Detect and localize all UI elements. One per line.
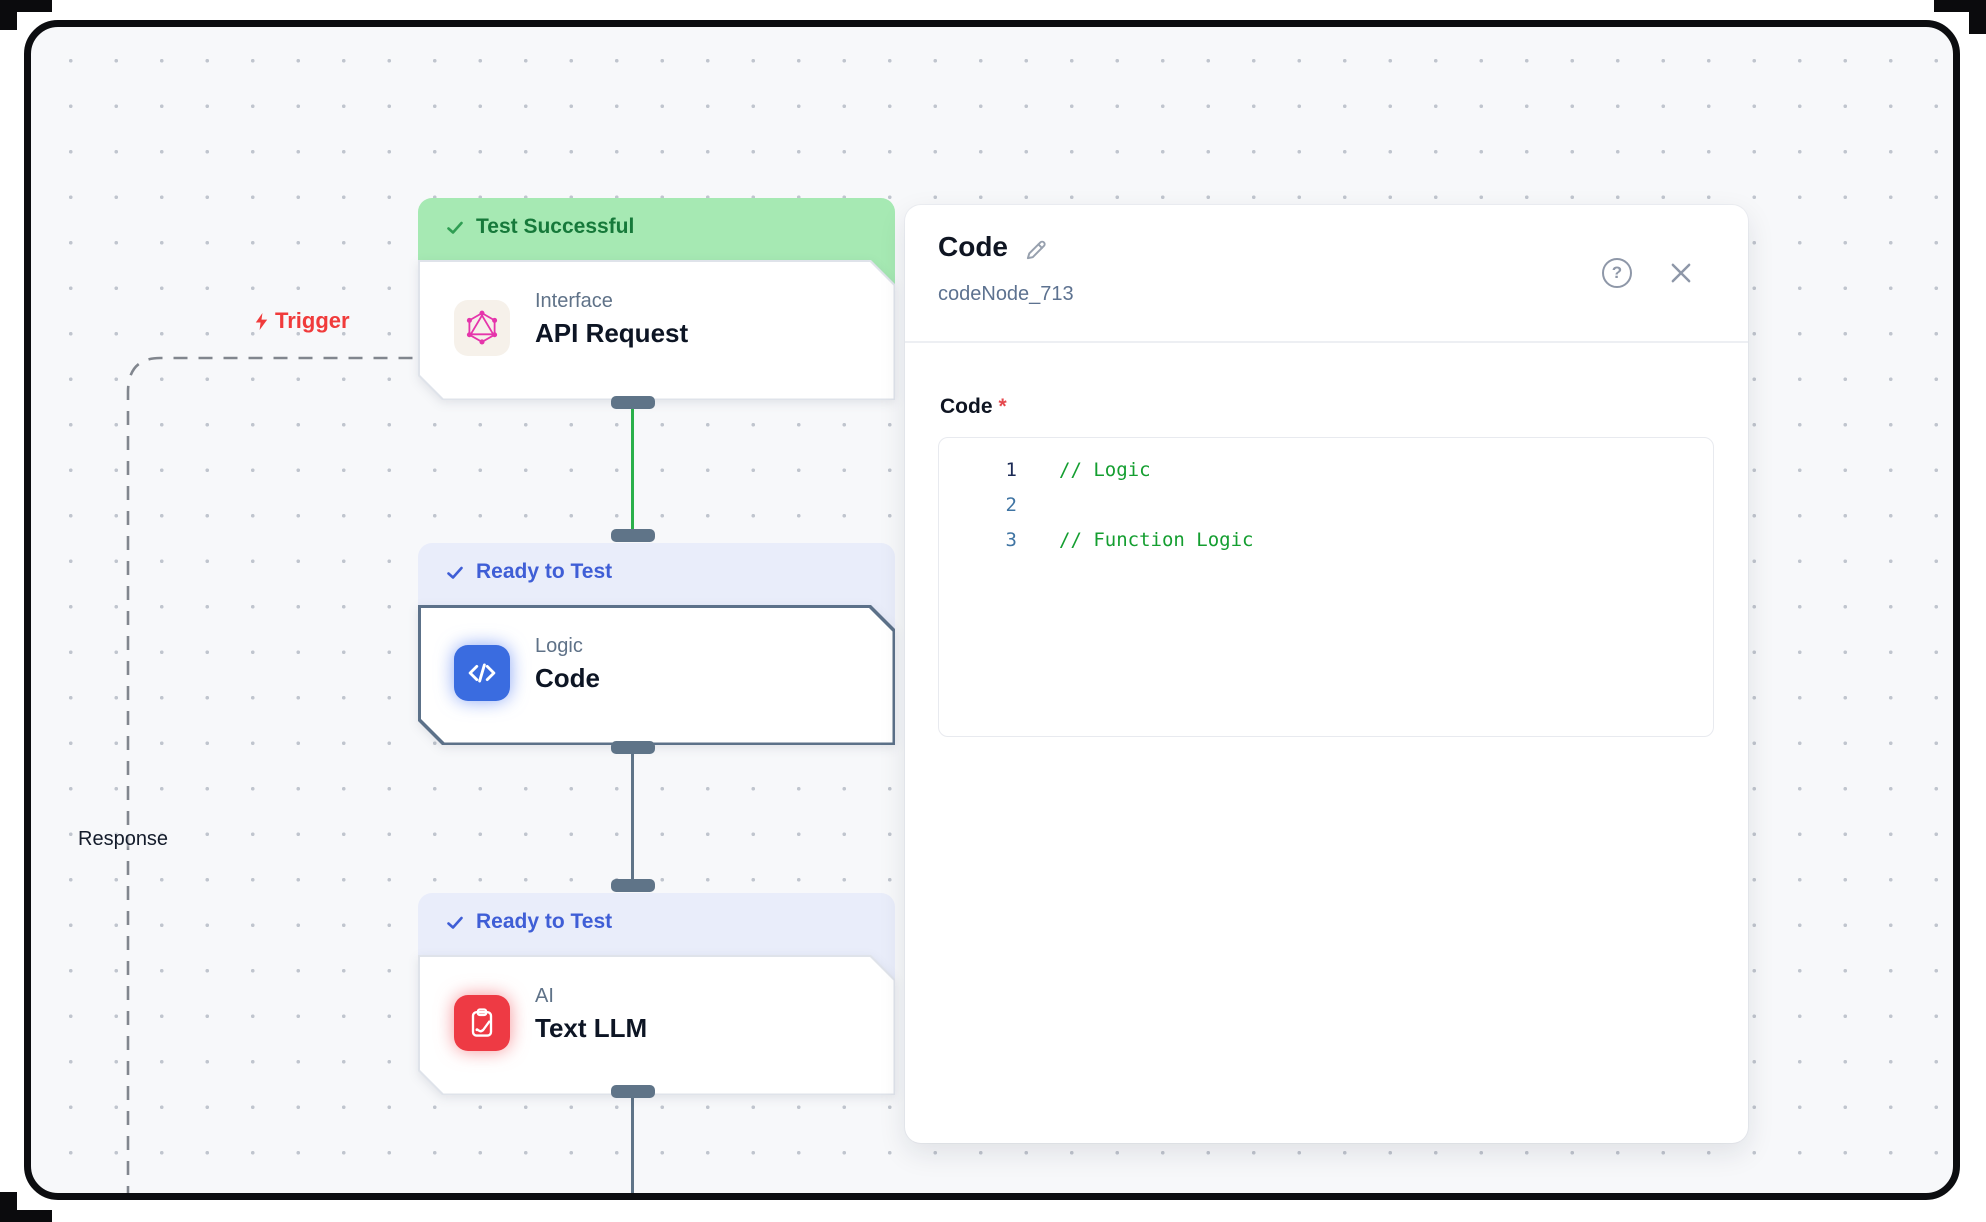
api-output-handle[interactable]: [611, 396, 655, 409]
crop-mark-top-right: [1969, 0, 1986, 34]
code-editor[interactable]: 1 // Logic 2 3 // Function Logic: [938, 437, 1714, 737]
required-mark: *: [998, 395, 1007, 418]
node-title: Text LLM: [535, 1013, 648, 1043]
node-card[interactable]: AI Text LLM: [418, 955, 895, 1095]
trigger-response-wire: [126, 356, 418, 1200]
trigger-text: Trigger: [275, 308, 350, 333]
lightning-icon: [255, 312, 268, 330]
code-text: // Logic: [1059, 458, 1151, 481]
code-field-label: Code*: [940, 395, 1007, 418]
edge-api-to-code: [631, 402, 634, 535]
code-line: 1 // Logic: [939, 452, 1713, 487]
response-label: Response: [78, 828, 169, 850]
node-category: AI: [535, 985, 554, 1007]
edge-llm-down: [631, 1091, 634, 1200]
code-line: 2: [939, 487, 1713, 522]
code-input-handle[interactable]: [611, 529, 655, 542]
node-api-request[interactable]: Test Successful: [418, 198, 895, 408]
node-text-llm[interactable]: Ready to Test AI Text LLM: [418, 893, 895, 1103]
status-label: Ready to Test: [476, 560, 613, 583]
clipboard-pencil-icon: [454, 995, 510, 1051]
node-card[interactable]: Interface API Request: [418, 260, 895, 400]
line-number: 1: [1005, 458, 1017, 481]
llm-input-handle[interactable]: [611, 879, 655, 892]
edge-code-to-llm: [631, 747, 634, 885]
node-id: codeNode_713: [938, 283, 1074, 305]
line-number: 2: [1005, 493, 1017, 516]
node-category: Interface: [535, 290, 613, 312]
node-card[interactable]: Logic Code: [418, 605, 895, 745]
node-title: Code: [535, 663, 600, 693]
code-icon: [454, 645, 510, 701]
llm-output-handle[interactable]: [611, 1085, 655, 1098]
help-icon[interactable]: ?: [1602, 258, 1632, 288]
node-code[interactable]: Ready to Test Logic Code: [418, 543, 895, 753]
close-icon[interactable]: [1667, 259, 1695, 287]
node-title: API Request: [535, 318, 689, 348]
check-icon: [447, 221, 463, 234]
check-icon: [447, 566, 463, 579]
code-output-handle[interactable]: [611, 741, 655, 754]
code-line: 3 // Function Logic: [939, 522, 1713, 557]
status-label: Test Successful: [476, 215, 635, 238]
edit-pencil-icon[interactable]: [1023, 237, 1049, 268]
status-label: Ready to Test: [476, 910, 613, 933]
crop-mark-top-left: [0, 0, 17, 30]
line-number: 3: [1005, 528, 1017, 551]
divider: [905, 341, 1748, 343]
node-category: Logic: [535, 635, 583, 657]
crop-mark-bottom-left: [0, 1192, 17, 1222]
node-config-panel: Code codeNode_713 ? Code*: [905, 205, 1748, 1143]
workflow-canvas[interactable]: Trigger Response Test Successful: [24, 20, 1960, 1200]
trigger-label: Trigger: [252, 308, 350, 334]
check-icon: [447, 916, 463, 929]
graphql-icon: [454, 300, 510, 356]
panel-title: Code: [938, 231, 1008, 262]
code-text: // Function Logic: [1059, 528, 1254, 551]
